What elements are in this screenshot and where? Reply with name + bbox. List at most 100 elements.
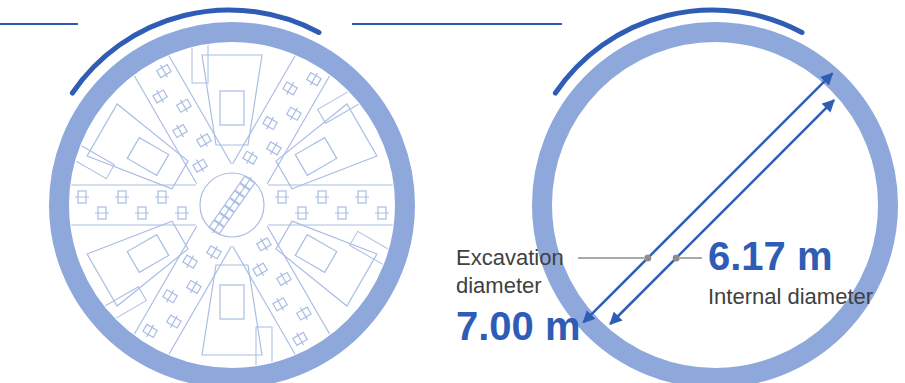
- top-rule: [352, 23, 562, 25]
- spoke-edge: [130, 68, 197, 184]
- disc-cutter: [307, 73, 321, 86]
- spoke-edge: [233, 246, 300, 362]
- spoke: [62, 185, 196, 225]
- bucket-outline: [202, 55, 262, 145]
- disc-cutter-axle: [95, 212, 109, 213]
- disc-cutter: [207, 246, 221, 259]
- disc-cutter: [143, 324, 157, 337]
- disc-cutter-axle: [277, 298, 284, 310]
- spoke-edge: [268, 184, 402, 185]
- disc-cutter: [209, 220, 223, 233]
- disc-cutter-axle: [287, 82, 294, 94]
- spoke-edge: [268, 224, 402, 225]
- disc-cutter: [243, 151, 257, 164]
- disc-cutter: [214, 213, 228, 226]
- disc-cutter: [187, 280, 201, 293]
- segment-ring: [59, 32, 405, 378]
- disc-cutter-axle: [300, 308, 307, 320]
- disc-cutter: [283, 82, 297, 95]
- spoke-edge: [62, 224, 196, 225]
- disc-cutter: [235, 184, 249, 197]
- muck-opening: [192, 38, 262, 145]
- disc-cutter-axle: [197, 160, 204, 172]
- disc-cutter: [183, 255, 197, 268]
- spoke: [130, 48, 232, 184]
- spoke-edge: [164, 48, 231, 164]
- disc-cutter: [253, 263, 267, 276]
- disc-cutter: [257, 238, 271, 251]
- disc-cutter: [273, 298, 287, 311]
- swoosh-arc: [555, 10, 802, 93]
- leader-line: [680, 257, 702, 259]
- disc-cutter-axle: [180, 100, 187, 112]
- disc-cutter-axle: [315, 196, 329, 197]
- disc-cutter: [157, 65, 171, 78]
- disc-cutter-axle: [355, 196, 369, 197]
- disc-cutter: [173, 125, 187, 138]
- spoke-edge: [164, 246, 231, 362]
- disc-cutter: [193, 159, 207, 172]
- disc-cutter: [297, 307, 311, 320]
- disc-cutter: [293, 332, 307, 345]
- spoke-edge: [62, 184, 196, 185]
- disc-cutter-axle: [135, 212, 149, 213]
- spoke: [130, 226, 232, 362]
- muck-opening: [202, 265, 272, 372]
- swoosh-arc: [72, 10, 319, 93]
- disc-cutter-axle: [175, 212, 189, 213]
- disc-cutter-axle: [275, 196, 289, 197]
- spoke-edge: [267, 68, 334, 184]
- disc-cutter-axle: [260, 238, 267, 250]
- disc-cutter: [177, 99, 191, 112]
- disc-cutter-axle: [160, 65, 167, 77]
- disc-cutter: [197, 134, 211, 147]
- disc-cutter-axle: [210, 246, 217, 258]
- disc-cutter-axle: [167, 290, 174, 302]
- disc-cutter-axle: [375, 212, 389, 213]
- spoke-edge: [233, 48, 300, 164]
- disc-cutter: [267, 142, 281, 155]
- disc-cutter: [225, 198, 239, 211]
- bucket-inner: [127, 138, 168, 176]
- disc-cutter-axle: [295, 212, 309, 213]
- centre-hub: [200, 173, 264, 237]
- disc-cutter-axle: [335, 212, 349, 213]
- disc-cutter: [230, 191, 244, 204]
- dimension-value: 7.00 m: [456, 302, 581, 350]
- spoke: [233, 48, 335, 184]
- disc-cutter: [163, 290, 177, 303]
- disc-cutter-axle: [157, 90, 164, 102]
- disc-cutter-axle: [243, 177, 251, 188]
- bucket-inner: [127, 235, 168, 273]
- disc-cutter: [153, 90, 167, 103]
- spoke: [233, 226, 335, 362]
- spoke-edge: [267, 226, 334, 342]
- disc-cutter-axle: [75, 196, 89, 197]
- bucket-inner: [220, 91, 244, 125]
- disc-cutter-axle: [155, 196, 169, 197]
- spoke: [268, 185, 402, 225]
- bucket-inner: [295, 138, 336, 176]
- disc-cutter: [287, 107, 301, 120]
- disc-cutter: [220, 206, 234, 219]
- disc-cutter-axle: [190, 281, 197, 293]
- spoke-edge: [130, 226, 197, 342]
- disc-cutter-axle: [267, 117, 274, 129]
- dimension-value: 6.17 m: [708, 232, 833, 280]
- disc-cutter-axle: [297, 333, 304, 345]
- disc-cutter-axle: [280, 273, 287, 285]
- disc-cutter-axle: [200, 134, 207, 146]
- disc-cutter: [240, 176, 254, 189]
- disc-cutter-axle: [187, 256, 194, 268]
- disc-cutter: [263, 117, 277, 130]
- disc-cutter-axle: [147, 325, 154, 337]
- dimension-label: Excavation diameter: [456, 244, 576, 300]
- disc-cutter-axle: [257, 264, 264, 276]
- disc-cutter-axle: [310, 73, 317, 85]
- disc-cutter-axle: [170, 316, 177, 328]
- top-rule: [0, 23, 78, 25]
- disc-cutter: [277, 272, 291, 285]
- disc-cutter-axle: [115, 196, 129, 197]
